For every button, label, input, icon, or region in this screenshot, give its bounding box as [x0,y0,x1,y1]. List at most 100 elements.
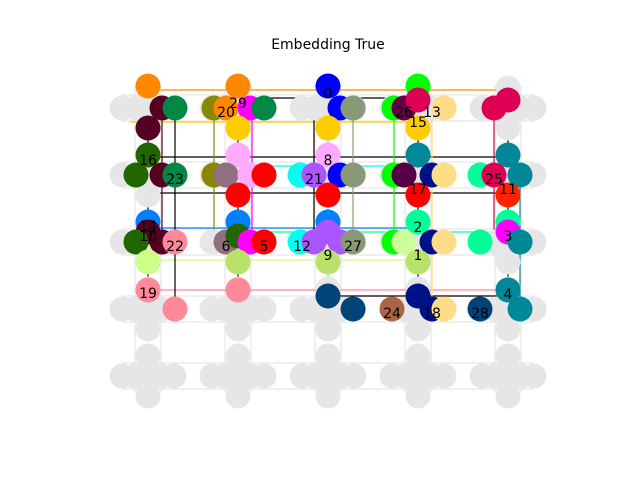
chain-node [135,73,161,99]
qubit-node [495,316,521,342]
chain-node [225,142,251,168]
chain-node [162,162,188,188]
chain-node [467,296,493,322]
qubit-node [431,363,457,389]
chain-node [405,249,431,275]
chain-label: 4 [504,287,513,303]
chain-node [213,95,239,121]
chain-node [495,277,521,303]
chain-label: 28 [471,306,489,322]
chain-node [405,87,431,113]
qubit-node [495,249,521,275]
chain-node [431,162,457,188]
chain-node [379,296,405,322]
chain-node [405,182,431,208]
chain-node [315,142,341,168]
chain-node [135,142,161,168]
chain-label: 20 [217,105,235,121]
chain-node [507,162,533,188]
qubit-node [315,383,341,409]
chain-node [123,162,149,188]
qubit-node [135,316,161,342]
qubit-node [405,316,431,342]
chain-label: 12 [293,239,311,255]
chain-node [391,162,417,188]
chain-node [251,95,277,121]
chain-node [391,229,417,255]
chain-node [431,95,457,121]
chain-node [431,229,457,255]
chain-node [162,229,188,255]
chain-label: 0 [324,86,333,102]
chain-node [315,249,341,275]
chain-node [340,229,366,255]
qubit-node [135,383,161,409]
chain-node [225,182,251,208]
chain-node [340,95,366,121]
chain-node [251,162,277,188]
qubit-node [161,363,187,389]
chain-node [507,296,533,322]
chain-label: 2 [414,220,423,236]
qubit-nodes [109,73,547,409]
qubit-node [495,383,521,409]
chain-label: 10 [139,229,157,245]
chain-label: 9 [324,248,333,264]
chain-node [405,209,431,235]
chain-node [315,283,341,309]
chain-label: 6 [222,239,231,255]
chain-label: 3 [504,229,513,245]
chain-node [251,229,277,255]
chain-node [340,162,366,188]
chain-node [213,162,239,188]
qubit-node [225,316,251,342]
chain-node [431,296,457,322]
chain-label: 11 [499,182,517,198]
chain-node [315,182,341,208]
chain-label: 19 [139,286,157,302]
chain-node [315,73,341,99]
chain-label: 25 [485,172,503,188]
chain-node [481,162,507,188]
qubit-node [341,363,367,389]
chain-node [225,277,251,303]
chain-label: 5 [260,239,269,255]
chain-node [467,229,493,255]
chain-label: 16 [139,153,157,169]
chain-node [135,277,161,303]
chain-node [162,95,188,121]
chart-title: Embedding True [271,37,385,53]
chain-node [225,249,251,275]
chain-node [135,249,161,275]
chain-node [162,296,188,322]
chain-node [495,182,521,208]
chain-label: 14 [139,219,157,235]
chain-node [225,115,251,141]
chain-label: 22 [166,239,184,255]
chain-node [405,142,431,168]
chain-node [495,142,521,168]
qubit-node [521,95,547,121]
chain-label: 21 [305,172,323,188]
chain-label: 27 [344,239,362,255]
qubit-node [251,363,277,389]
qubit-node [521,363,547,389]
chain-label: 18 [423,306,441,322]
chain-node [225,73,251,99]
chain-node [507,229,533,255]
chain-label: 29 [229,96,247,112]
qubit-node [405,383,431,409]
chain-node [315,115,341,141]
qubit-node [225,383,251,409]
chain-node [340,296,366,322]
chain-labels: 0123456789101112131415161718192021222324… [139,86,517,322]
chain-label: 13 [423,105,441,121]
chain-label: 15 [409,115,427,131]
chain-label: 17 [409,182,427,198]
qubit-node [251,296,277,322]
chain-label: 7 [146,229,155,245]
chain-node [301,162,327,188]
chain-label: 24 [383,306,401,322]
chain-label: 8 [324,153,333,169]
